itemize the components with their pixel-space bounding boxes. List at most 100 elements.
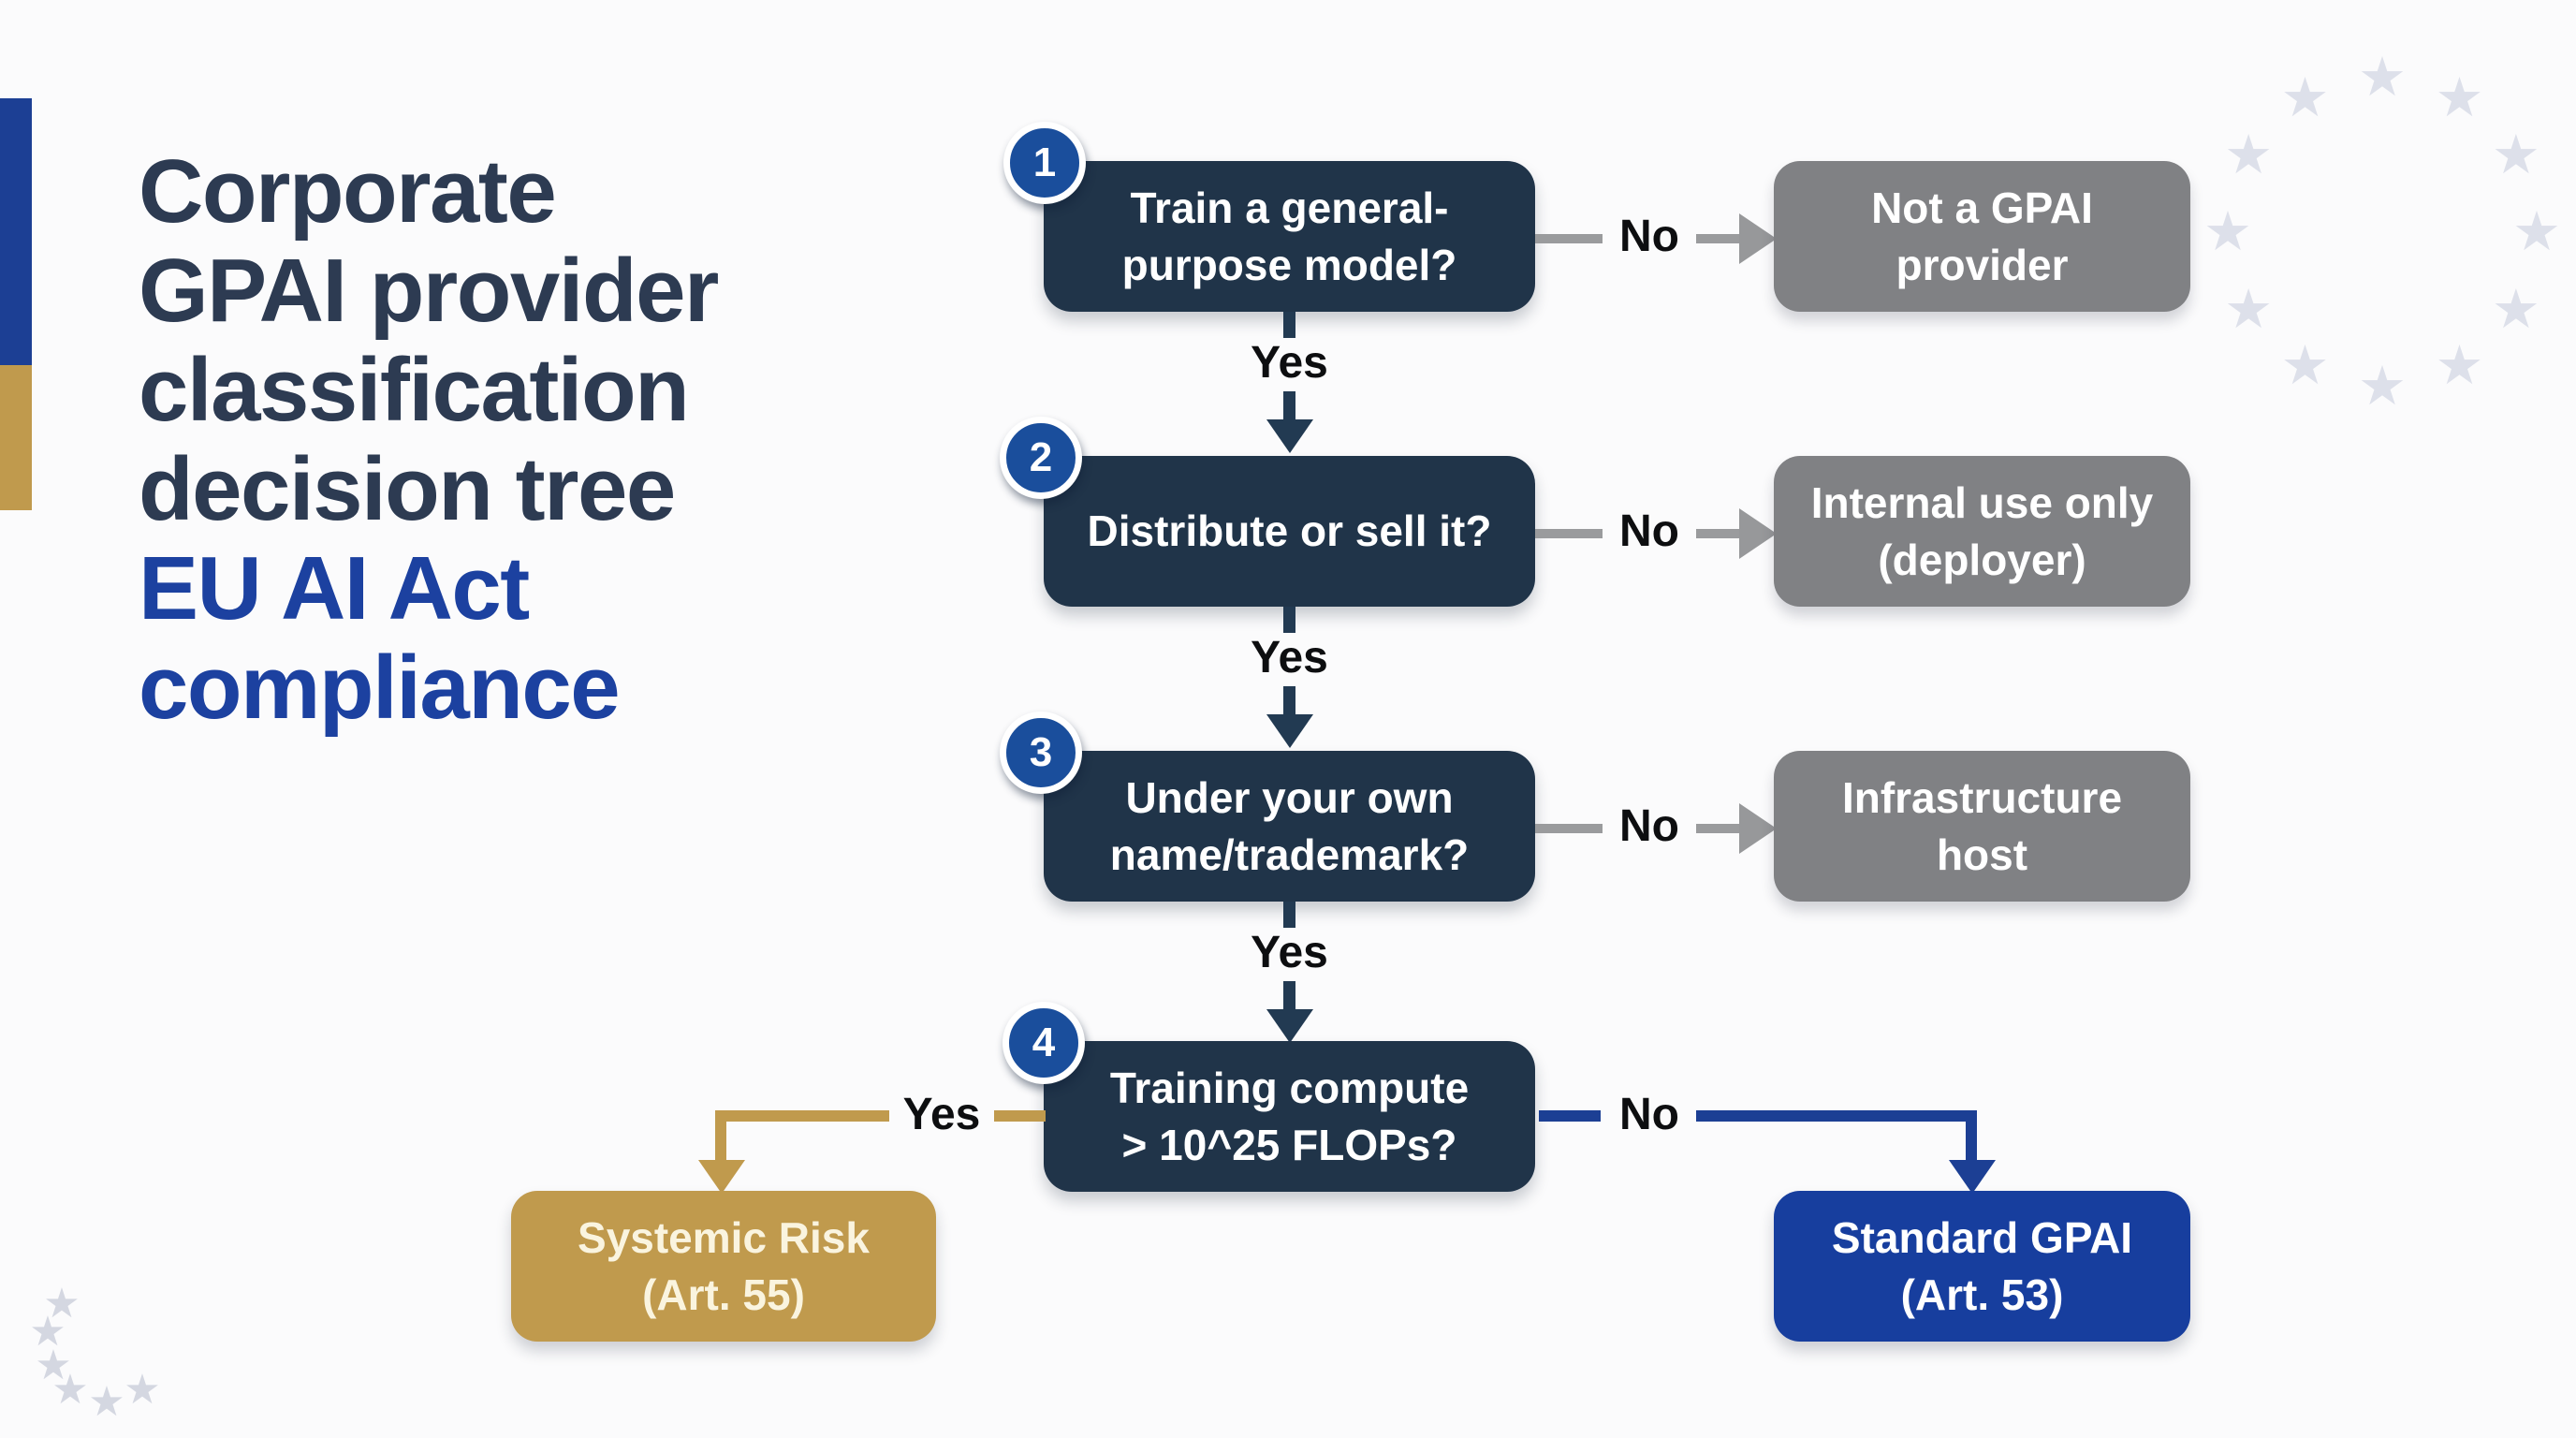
yes-connector-stem bbox=[1283, 902, 1295, 928]
question-text: Under your own name/trademark? bbox=[1110, 770, 1470, 883]
left-accent-bar-gold bbox=[0, 365, 32, 510]
question-text: Train a general- purpose model? bbox=[1122, 180, 1457, 293]
title-line-accent: EU AI Act bbox=[139, 538, 530, 638]
result-line: Infrastructure bbox=[1841, 772, 2123, 822]
question-line: Training compute bbox=[1109, 1063, 1470, 1112]
arrow-down-icon bbox=[1266, 714, 1313, 748]
result-text: Internal use only (deployer) bbox=[1811, 475, 2154, 588]
title-line: classification bbox=[139, 340, 690, 440]
no-label: No bbox=[1619, 801, 1679, 851]
yes-elbow-line bbox=[715, 1110, 889, 1122]
yes-connector-stem bbox=[1283, 686, 1295, 716]
eu-star-icon: ★ bbox=[2280, 67, 2330, 129]
question-box-2: Distribute or sell it? bbox=[1044, 456, 1535, 607]
step-number: 4 bbox=[1032, 1020, 1056, 1065]
question-line: Under your own bbox=[1125, 772, 1454, 822]
arrow-down-icon bbox=[1266, 419, 1313, 453]
no-connector-line bbox=[1535, 824, 1603, 833]
question-line: purpose model? bbox=[1121, 240, 1457, 289]
eu-star-icon: ★ bbox=[88, 1379, 125, 1425]
result-text: Not a GPAI provider bbox=[1871, 180, 2093, 293]
arrow-right-icon bbox=[1739, 213, 1777, 264]
arrow-down-icon bbox=[1949, 1160, 1996, 1194]
title-line-accent: compliance bbox=[139, 638, 621, 738]
result-box-not-gpai: Not a GPAI provider bbox=[1774, 161, 2190, 312]
question-box-4: Training compute > 10^25 FLOPs? bbox=[1044, 1041, 1535, 1192]
eu-star-icon: ★ bbox=[2435, 67, 2484, 129]
step-number: 1 bbox=[1032, 139, 1057, 185]
outcome-line: (Art. 55) bbox=[642, 1269, 805, 1319]
step-number: 3 bbox=[1029, 729, 1053, 775]
eu-star-icon: ★ bbox=[2512, 201, 2561, 262]
title-line: decision tree bbox=[139, 439, 676, 539]
eu-star-icon: ★ bbox=[43, 1281, 80, 1327]
result-box-internal-use: Internal use only (deployer) bbox=[1774, 456, 2190, 607]
outcome-box-standard-gpai: Standard GPAI (Art. 53) bbox=[1774, 1191, 2190, 1342]
question-line: Distribute or sell it? bbox=[1087, 506, 1492, 556]
yes-label: Yes bbox=[1251, 338, 1328, 388]
title-line: GPAI provider bbox=[139, 241, 719, 341]
step-number-badge: 4 bbox=[1003, 1002, 1085, 1084]
question-line: Train a general- bbox=[1130, 183, 1449, 232]
no-label: No bbox=[1619, 212, 1679, 261]
outcome-box-systemic-risk: Systemic Risk (Art. 55) bbox=[511, 1191, 936, 1342]
arrow-right-icon bbox=[1739, 508, 1777, 559]
outcome-line: (Art. 53) bbox=[1900, 1269, 2064, 1319]
no-elbow-line bbox=[1696, 1110, 1977, 1122]
no-elbow-line bbox=[1539, 1110, 1601, 1122]
outcome-text: Systemic Risk (Art. 55) bbox=[578, 1210, 870, 1323]
question-line: > 10^25 FLOPs? bbox=[1121, 1120, 1457, 1169]
no-connector-line bbox=[1696, 824, 1739, 833]
step-number-badge: 3 bbox=[1000, 712, 1082, 794]
arrow-down-icon bbox=[1266, 1009, 1313, 1043]
yes-elbow-vertical bbox=[715, 1110, 726, 1162]
arrow-right-icon bbox=[1739, 803, 1777, 854]
result-line: Internal use only bbox=[1810, 477, 2154, 527]
no-connector-line bbox=[1696, 234, 1739, 243]
question-line: name/trademark? bbox=[1109, 829, 1470, 879]
no-label: No bbox=[1619, 506, 1679, 556]
question-text: Training compute > 10^25 FLOPs? bbox=[1110, 1060, 1469, 1173]
yes-connector-stem bbox=[1283, 312, 1295, 338]
step-number-badge: 2 bbox=[1000, 417, 1082, 499]
eu-star-icon: ★ bbox=[2491, 278, 2540, 340]
yes-connector-stem bbox=[1283, 391, 1295, 421]
arrow-down-icon bbox=[698, 1160, 745, 1194]
step-number-badge: 1 bbox=[1003, 122, 1086, 204]
no-connector-line bbox=[1535, 234, 1603, 243]
yes-label: Yes bbox=[902, 1090, 981, 1139]
eu-star-icon: ★ bbox=[2280, 334, 2330, 396]
question-box-1: Train a general- purpose model? bbox=[1044, 161, 1535, 312]
yes-connector-stem bbox=[1283, 981, 1295, 1011]
eu-star-icon: ★ bbox=[124, 1367, 161, 1413]
result-line: Not a GPAI bbox=[1871, 183, 2093, 232]
no-connector-line bbox=[1535, 529, 1603, 538]
no-connector-line bbox=[1696, 529, 1739, 538]
result-line: provider bbox=[1895, 240, 2069, 289]
eu-star-icon: ★ bbox=[51, 1367, 89, 1413]
result-box-infrastructure-host: Infrastructure host bbox=[1774, 751, 2190, 902]
eu-star-icon: ★ bbox=[2358, 47, 2407, 108]
yes-label: Yes bbox=[1251, 633, 1328, 682]
eu-star-icon: ★ bbox=[2203, 201, 2252, 262]
eu-star-icon: ★ bbox=[2491, 124, 2540, 185]
eu-star-icon: ★ bbox=[2358, 356, 2407, 417]
yes-label: Yes bbox=[1251, 928, 1328, 977]
result-line: host bbox=[1936, 829, 2028, 879]
page-title: Corporate GPAI provider classification d… bbox=[139, 142, 850, 738]
eu-star-icon: ★ bbox=[2224, 124, 2274, 185]
no-elbow-vertical bbox=[1966, 1110, 1977, 1162]
step-number: 2 bbox=[1029, 434, 1053, 480]
eu-star-icon: ★ bbox=[35, 1343, 72, 1388]
question-box-3: Under your own name/trademark? bbox=[1044, 751, 1535, 902]
result-line: (deployer) bbox=[1878, 535, 2086, 584]
no-label: No bbox=[1619, 1090, 1679, 1139]
result-text: Infrastructure host bbox=[1842, 770, 2122, 883]
eu-star-icon: ★ bbox=[2435, 334, 2484, 396]
yes-elbow-line bbox=[994, 1110, 1046, 1122]
left-accent-bar-blue bbox=[0, 98, 32, 365]
eu-star-icon: ★ bbox=[2224, 278, 2274, 340]
yes-connector-stem bbox=[1283, 607, 1295, 633]
question-text: Distribute or sell it? bbox=[1088, 503, 1492, 560]
